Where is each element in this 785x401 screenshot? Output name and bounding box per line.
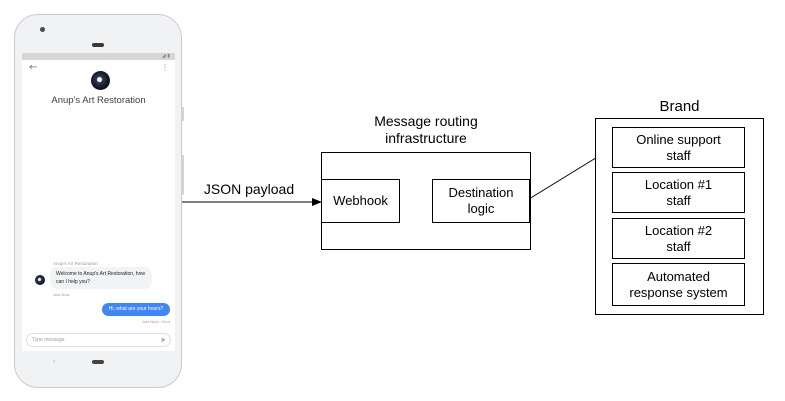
webhook-label: Webhook [333,193,388,208]
phone-camera [40,27,45,32]
online-support-staff-label: Online support staff [636,131,721,163]
status-bar: ◢ ▮ [22,53,175,60]
outgoing-message-time: Just Now • Sent [141,319,170,324]
location-2-staff-label: Location #2 staff [644,222,713,254]
phone-side-button [181,107,184,121]
more-options-icon[interactable]: ⋮ [161,63,169,72]
sender-avatar [35,275,45,285]
phone-volume-button [181,155,184,195]
message-sender-label: Anup's Art Restoration [53,261,98,266]
back-arrow-icon[interactable]: ← [29,62,38,73]
signal-battery-icon: ◢ ▮ [161,53,170,59]
send-icon[interactable]: ➤ [160,336,166,344]
brand-logo [91,71,110,90]
incoming-message-time: Just Now [53,292,70,297]
message-composer[interactable]: Type message ➤ [26,333,171,347]
location-1-staff-box: Location #1 staff [612,172,745,213]
location-2-staff-box: Location #2 staff [612,218,745,259]
destination-logic-box: Destination logic [432,179,530,223]
incoming-message-bubble: Welcome to Anup's Art Restoration, how c… [50,267,152,289]
automated-response-system-label: Automated response system [629,268,728,300]
brand-title: Brand [659,98,700,115]
message-input[interactable]: Type message [32,337,65,343]
phone-screen: ◢ ▮ ← ⋮ Anup's Art Restoration Anup's Ar… [22,53,175,351]
json-payload-label: JSON payload [203,181,295,197]
nav-back-icon[interactable]: ‹ [53,358,56,365]
routing-infrastructure-title: Message routing infrastructure [374,113,478,146]
outgoing-message-bubble: Hi, what are your hours? [102,303,170,316]
nav-home-button[interactable] [92,360,104,364]
destination-logic-label: Destination logic [448,185,514,216]
phone-mockup: ◢ ▮ ← ⋮ Anup's Art Restoration Anup's Ar… [14,14,184,388]
brand-name: Anup's Art Restoration [51,95,146,106]
webhook-box: Webhook [321,179,400,223]
online-support-staff-box: Online support staff [612,127,745,168]
phone-speaker [92,43,104,47]
location-1-staff-label: Location #1 staff [644,176,713,208]
automated-response-system-box: Automated response system [612,263,745,306]
